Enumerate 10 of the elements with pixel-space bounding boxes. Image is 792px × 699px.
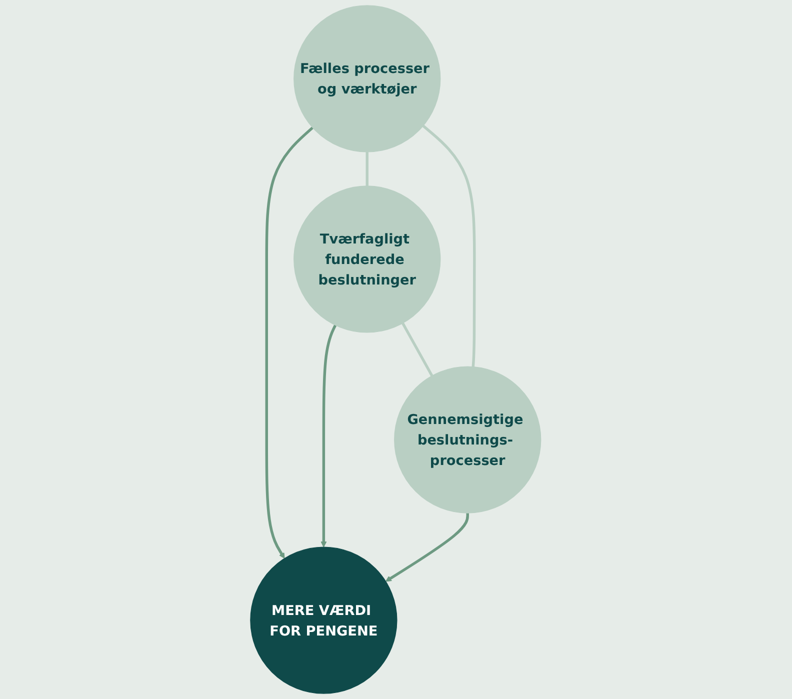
connector [366,152,369,186]
node-circle: Gennemsigtige beslutnings- processer [394,366,542,514]
arrow [386,513,470,582]
node-circle: Tværfagligt funderede beslutninger [294,186,442,333]
arrow [321,324,337,548]
arrow [266,126,314,559]
connector [402,322,434,376]
node-circle: Fælles processer og værktøjer [294,5,442,152]
connector [422,124,476,367]
node-circle: MERE VÆRDI FOR PENGENE [250,546,398,694]
